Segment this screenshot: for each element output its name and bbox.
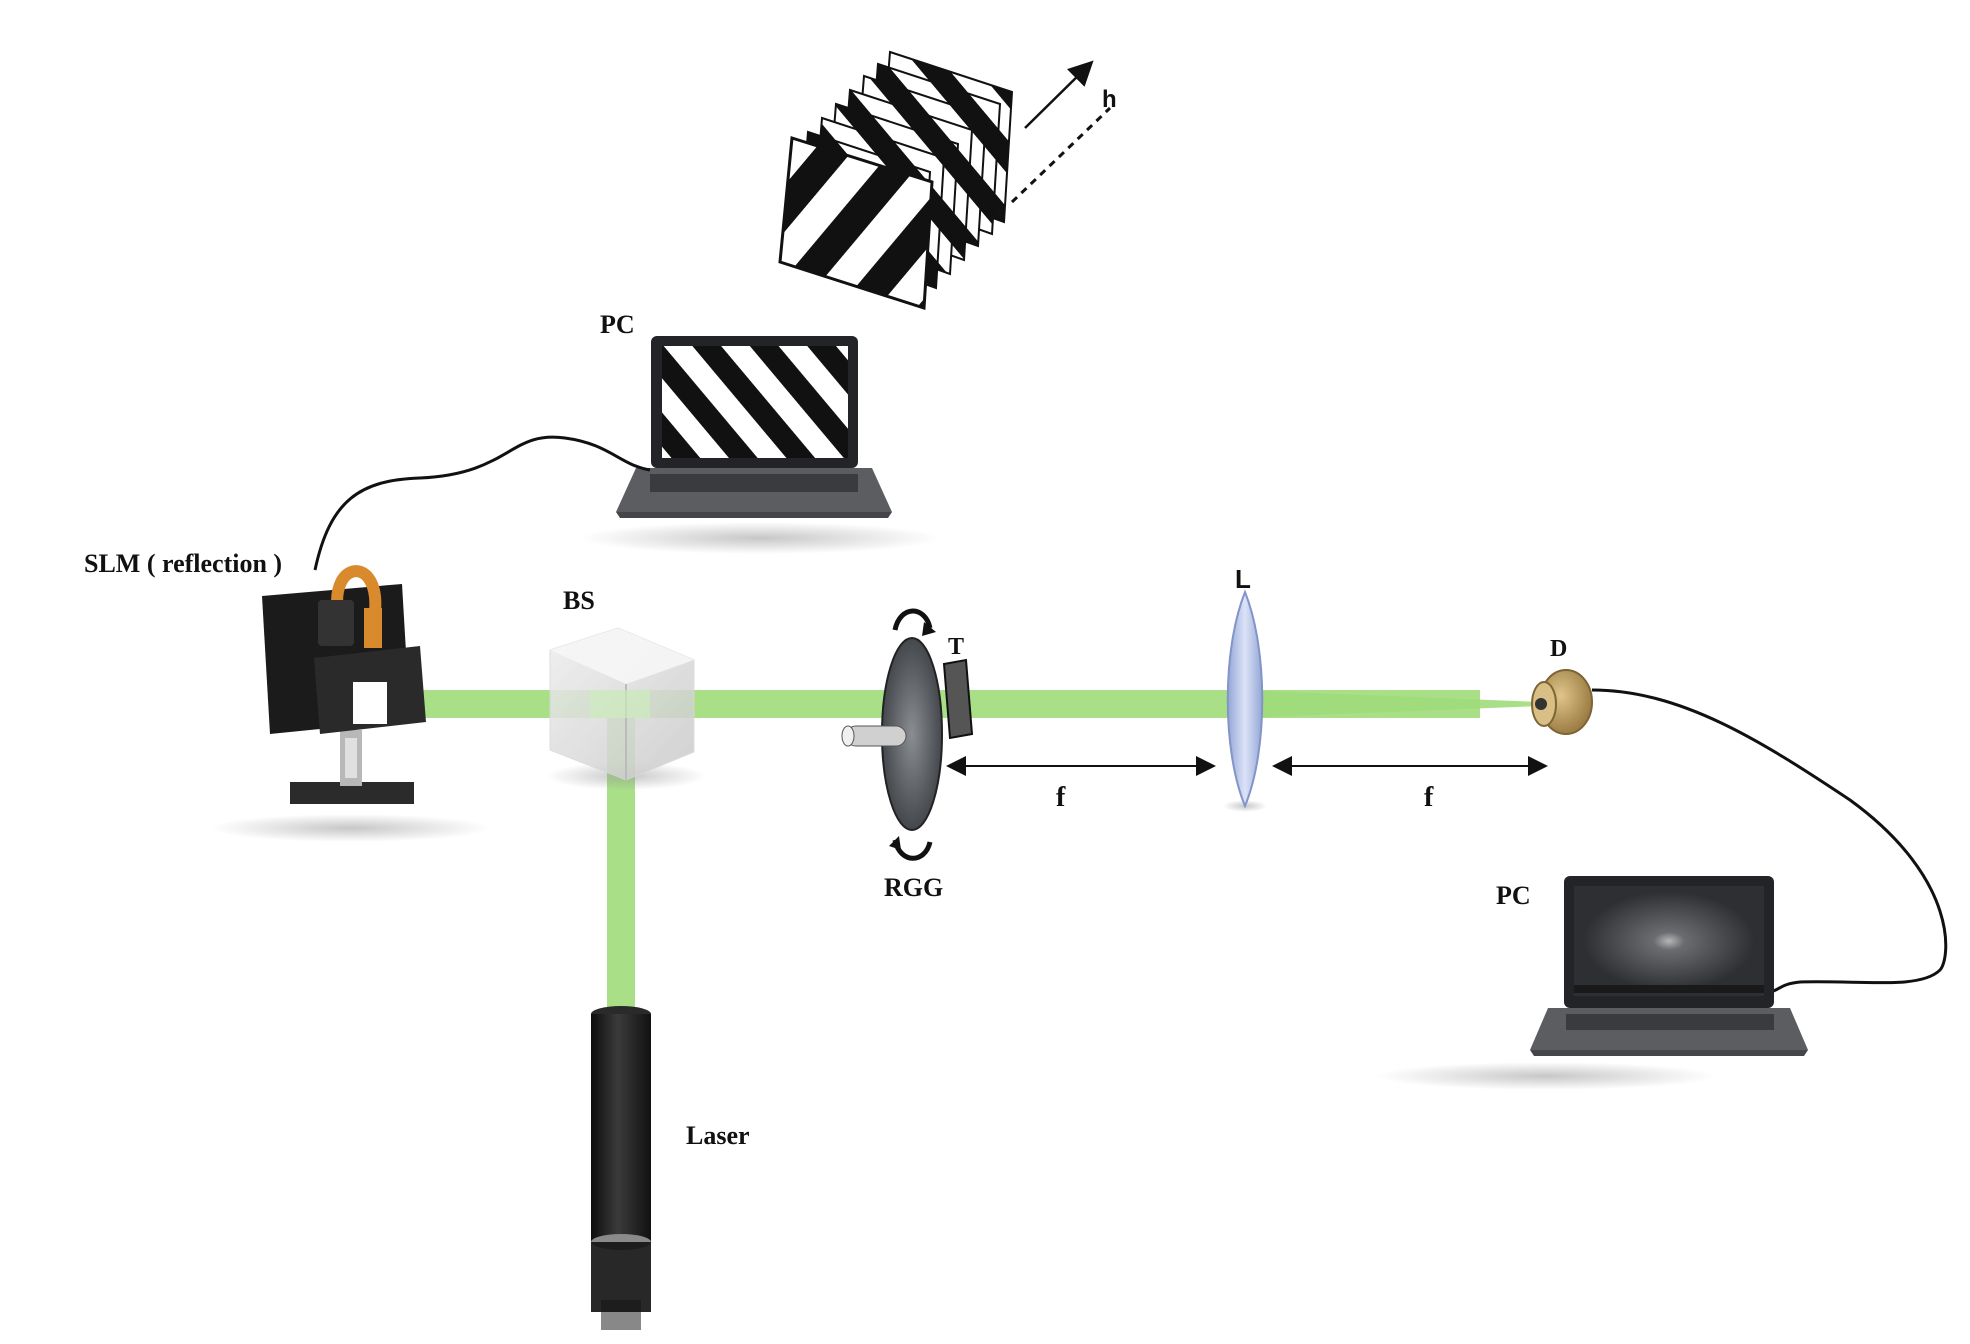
- hologram-stack: h: [778, 50, 1117, 311]
- t-element: T: [942, 634, 974, 740]
- focal-distance-markers: f f: [946, 756, 1548, 813]
- pc-top-laptop: PC: [580, 310, 940, 554]
- detector-pc-cable: [1591, 688, 1948, 994]
- rgg-disk: RGG: [841, 608, 943, 902]
- photodetector: D: [1531, 636, 1593, 735]
- h-axis-arrow: [1024, 60, 1094, 129]
- label-d: D: [1550, 636, 1567, 662]
- label-pc-top: PC: [600, 310, 635, 339]
- slm-pc-cable: [313, 435, 651, 571]
- pc-bottom-laptop: PC: [1376, 876, 1808, 1090]
- label-f1: f: [1056, 782, 1066, 813]
- label-h: h: [1102, 86, 1117, 113]
- label-f2: f: [1424, 782, 1434, 813]
- slm-device: SLM ( reflection ): [84, 549, 490, 842]
- label-slm: SLM ( reflection ): [84, 549, 282, 578]
- label-bs: BS: [563, 586, 595, 615]
- label-l: L: [1235, 564, 1251, 594]
- laptop-screen-stripes: [662, 346, 848, 458]
- label-laser: Laser: [686, 1121, 750, 1150]
- fft-pattern: [1574, 886, 1764, 996]
- h-axis-dashed: [1010, 106, 1112, 204]
- laser-source: Laser: [591, 1006, 750, 1330]
- beam-splitter-cube: BS: [546, 586, 706, 790]
- label-pc-bottom: PC: [1496, 881, 1531, 910]
- label-t: T: [948, 634, 964, 660]
- lens-l: L: [1223, 564, 1267, 812]
- label-rgg: RGG: [884, 873, 943, 902]
